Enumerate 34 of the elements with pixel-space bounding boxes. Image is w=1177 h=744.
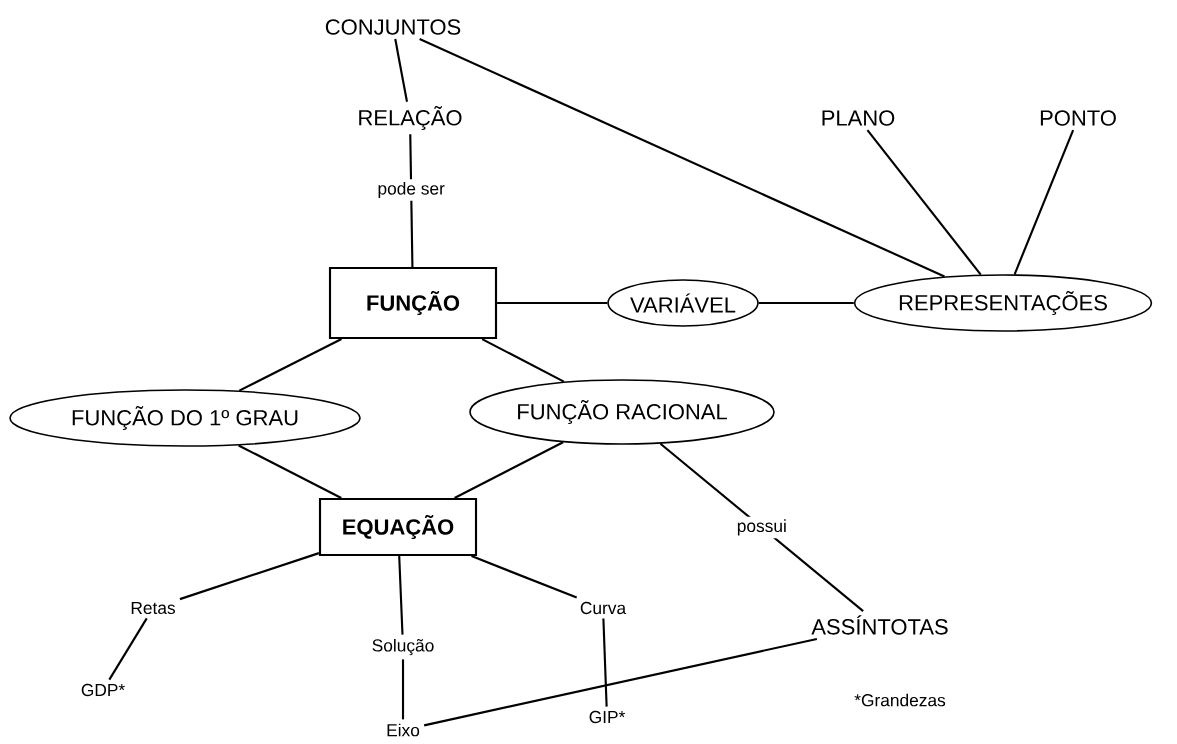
connector-line [471, 555, 578, 599]
connector-line [238, 444, 342, 499]
connector-line [238, 338, 342, 392]
connector-line [398, 556, 404, 635]
connector-line [179, 552, 320, 601]
concept-text: GIP* [589, 710, 626, 724]
concept-text: RELAÇÃO [359, 106, 462, 130]
connector-line [423, 637, 818, 727]
concept-text: PLANO [822, 110, 895, 126]
connector-line [758, 301, 854, 305]
concept-text: ASSÍNTOTAS [811, 615, 948, 635]
connector-line [866, 129, 982, 276]
concept-box: EQUAÇÃO [318, 497, 478, 557]
concept-text: CONJUNTOS [325, 19, 461, 35]
connector-line [602, 618, 608, 707]
connector-line [481, 338, 565, 383]
concept-text: Retas [131, 601, 176, 615]
connector-line [1013, 129, 1075, 275]
edge-label: pode ser [374, 179, 448, 201]
concept-text: GDP* [81, 683, 125, 697]
concept-text: Eixo [387, 723, 420, 737]
connector-line [659, 442, 864, 612]
footnote-text: *Grandezas [854, 693, 946, 707]
connector-line [419, 38, 945, 278]
concept-box: FUNÇÃO [328, 266, 498, 340]
connector-line [394, 38, 408, 102]
connector-line [454, 441, 564, 499]
connector-line [108, 617, 148, 681]
connector-line [497, 301, 608, 305]
concept-text: PONTO [1040, 110, 1116, 126]
connector-line [401, 659, 405, 720]
concept-text: Curva [580, 601, 627, 615]
concept-text: Solução [372, 638, 434, 656]
edge-label: possui [734, 516, 790, 539]
